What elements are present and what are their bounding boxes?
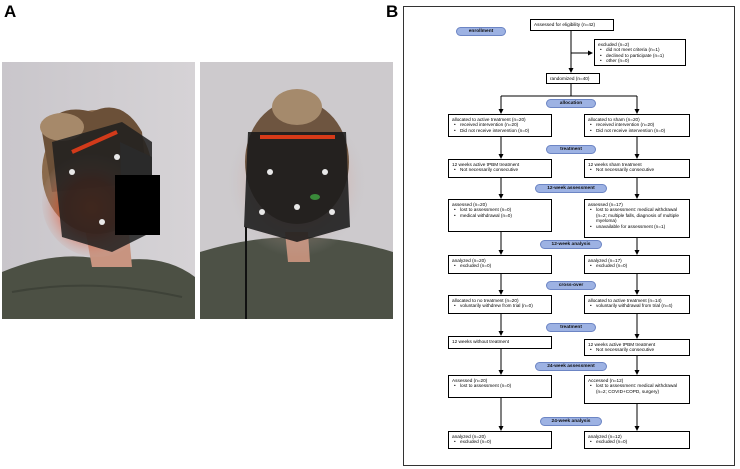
- randomized-text: randomized (n=40): [550, 75, 590, 81]
- right-assess12-item: unavailable for assessment (n=1): [590, 224, 686, 230]
- box-right-crossover: allocated to active treatment (n=14) vol…: [584, 295, 690, 314]
- excluded-item: other (n=0): [600, 58, 682, 64]
- right-treatment1-item: Not necessarily consecutive: [590, 167, 686, 173]
- right-treatment2-title: 12 weeks active tPBM treatment: [588, 341, 656, 347]
- eligibility-text: Assessed for eligibility (n=42): [534, 21, 596, 27]
- right-analysis12-item: excluded (n=0): [590, 263, 686, 269]
- stage-24-week-assessment: 24-week assessment: [535, 362, 607, 371]
- photo-side-illustration: [2, 62, 195, 319]
- panel-label-b: B: [386, 2, 399, 21]
- stage-12-week-assessment: 12-week assessment: [535, 184, 607, 193]
- left-analysis24-title: analyzed (n=20): [452, 433, 486, 439]
- left-treatment2-title: 12 weeks without treatment: [452, 338, 510, 344]
- left-analysis24-item: excluded (n=0): [454, 439, 548, 445]
- box-right-analysis-12: analyzed (n=17) excluded (n=0): [584, 255, 690, 274]
- right-allocation-item: received intervention (n=20): [590, 122, 686, 128]
- left-crossover-title: allocated to no treatment (n=20): [452, 297, 519, 303]
- left-assess24-title: Assessed (n=20): [452, 377, 488, 383]
- box-right-analysis-24: analyzed (n=12) excluded (n=0): [584, 431, 690, 449]
- right-analysis24-item: excluded (n=0): [590, 439, 686, 445]
- left-treatment1-item: Not necessarily consecutive: [454, 167, 548, 173]
- excluded-item: did not meet criteria (n=1): [600, 47, 682, 53]
- stage-treatment-1: treatment: [546, 145, 596, 154]
- box-left-allocation: allocated to active treatment (n=20) rec…: [448, 114, 552, 137]
- left-analysis12-item: excluded (n=0): [454, 263, 548, 269]
- right-assess24-item: lost to assessment: medical withdrawal (…: [590, 383, 686, 394]
- box-right-assess-12: assessed (n=17) lost to assessment: medi…: [584, 199, 690, 238]
- stage-allocation: allocation: [546, 99, 596, 108]
- right-treatment1-title: 12 weeks sham treatment: [588, 161, 642, 167]
- left-treatment1-title: 12 weeks active tPBM treatment: [452, 161, 520, 167]
- box-excluded: excluded (n=2) did not meet criteria (n=…: [594, 39, 686, 66]
- box-left-treatment-1: 12 weeks active tPBM treatment Not neces…: [448, 159, 552, 178]
- box-left-treatment-2: 12 weeks without treatment: [448, 336, 552, 349]
- right-treatment2-item: Not necessarily consecutive: [590, 347, 686, 353]
- stage-cross-over: cross-over: [546, 281, 596, 290]
- right-crossover-item: voluntarily withdrawal from trial (n=4): [590, 303, 686, 309]
- photo-side-view: [2, 62, 195, 319]
- box-right-allocation: allocated to sham (n=20) received interv…: [584, 114, 690, 137]
- right-assess12-title: assessed (n=17): [588, 201, 623, 207]
- left-crossover-item: voluntarily withdrew from trial (n=0): [454, 303, 548, 309]
- stage-enrollment: enrollment: [456, 27, 506, 36]
- box-right-assess-24: Accessed (n=12) lost to assessment: medi…: [584, 375, 690, 404]
- box-eligibility: Assessed for eligibility (n=42): [530, 19, 614, 31]
- stage-treatment-2: treatment: [546, 323, 596, 332]
- box-left-analysis-12: analyzed (n=20) excluded (n=0): [448, 255, 552, 274]
- excluded-item: declined to participate (n=1): [600, 53, 682, 59]
- right-analysis24-title: analyzed (n=12): [588, 433, 622, 439]
- box-left-assess-24: Assessed (n=20) lost to assessment (n=0): [448, 375, 552, 398]
- panel-label-a: A: [4, 2, 17, 21]
- box-left-analysis-24: analyzed (n=20) excluded (n=0): [448, 431, 552, 449]
- left-allocation-item: Did not receive intervention (n=0): [454, 128, 548, 134]
- stage-24-week-analysis: 24-week analysis: [540, 417, 602, 426]
- right-crossover-title: allocated to active treatment (n=14): [588, 297, 662, 303]
- right-assess24-title: Accessed (n=12): [588, 377, 624, 383]
- right-assess12-item: lost to assessment: medical withdrawal (…: [590, 207, 686, 224]
- right-allocation-title: allocated to sham (n=20): [588, 116, 640, 122]
- box-left-crossover: allocated to no treatment (n=20) volunta…: [448, 295, 552, 314]
- photo-back-view: [200, 62, 393, 319]
- left-assess12-title: assessed (n=20): [452, 201, 487, 207]
- right-allocation-item: Did not receive intervention (n=0): [590, 128, 686, 134]
- box-right-treatment-2: 12 weeks active tPBM treatment Not neces…: [584, 339, 690, 356]
- box-left-assess-12: assessed (n=20) lost to assessment (n=0)…: [448, 199, 552, 232]
- left-assess24-item: lost to assessment (n=0): [454, 383, 548, 389]
- left-allocation-title: allocated to active treatment (n=20): [452, 116, 526, 122]
- left-assess12-item: medical withdrawal (n=0): [454, 213, 548, 219]
- left-assess12-item: lost to assessment (n=0): [454, 207, 548, 213]
- right-analysis12-title: analyzed (n=17): [588, 257, 622, 263]
- photo-back-illustration: [200, 62, 393, 319]
- box-right-treatment-1: 12 weeks sham treatment Not necessarily …: [584, 159, 690, 178]
- excluded-title: excluded (n=2): [598, 41, 630, 47]
- left-allocation-item: received intervention (n=20): [454, 122, 548, 128]
- box-randomized: randomized (n=40): [546, 73, 600, 84]
- left-analysis12-title: analyzed (n=20): [452, 257, 486, 263]
- stage-12-week-analysis: 12-week analysis: [540, 240, 602, 249]
